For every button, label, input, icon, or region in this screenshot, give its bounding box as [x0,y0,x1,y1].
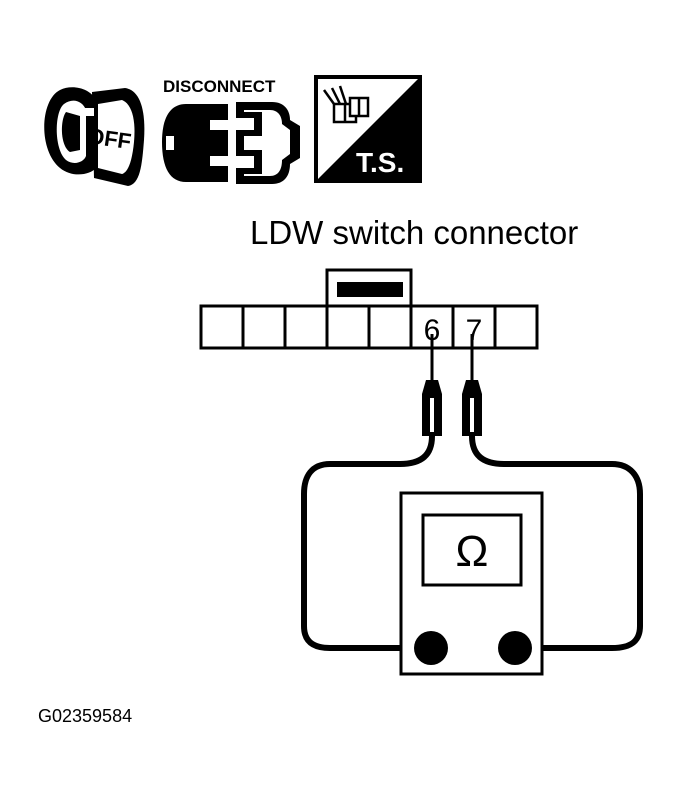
figure-code: G02359584 [38,706,132,726]
probe-left [422,380,442,436]
tester-ts-label: T.S. [356,147,404,178]
pin-number-label: 6 [424,314,441,347]
connector-pin-cell [283,304,329,350]
connector-disconnect-icon: DISCONNECT [162,77,300,184]
meter-terminal-right [498,631,532,665]
probe-right [462,380,482,436]
ohm-symbol: Ω [456,527,489,576]
meter-probe-leads [430,334,474,382]
ignition-key-off-icon: OFF [44,87,145,186]
tester-ts-icon: T.S. [314,75,422,183]
meter-display [421,513,523,587]
meter-terminal-left [414,631,448,665]
ohmmeter: Ω [399,491,544,676]
connector-pin-cell [325,304,371,350]
connector-pin-cell: 7 [451,304,497,350]
connector-title: LDW switch connector [250,214,578,251]
pin-number-label: 7 [466,314,483,347]
ignition-off-label: OFF [86,123,133,154]
connector-pin-cell [493,304,539,350]
disconnect-label: DISCONNECT [163,77,276,96]
meter-wires [301,435,643,651]
connector-pin-cell [367,304,413,350]
connector-pin-cell [241,304,287,350]
connector-pin-cell [199,304,245,350]
